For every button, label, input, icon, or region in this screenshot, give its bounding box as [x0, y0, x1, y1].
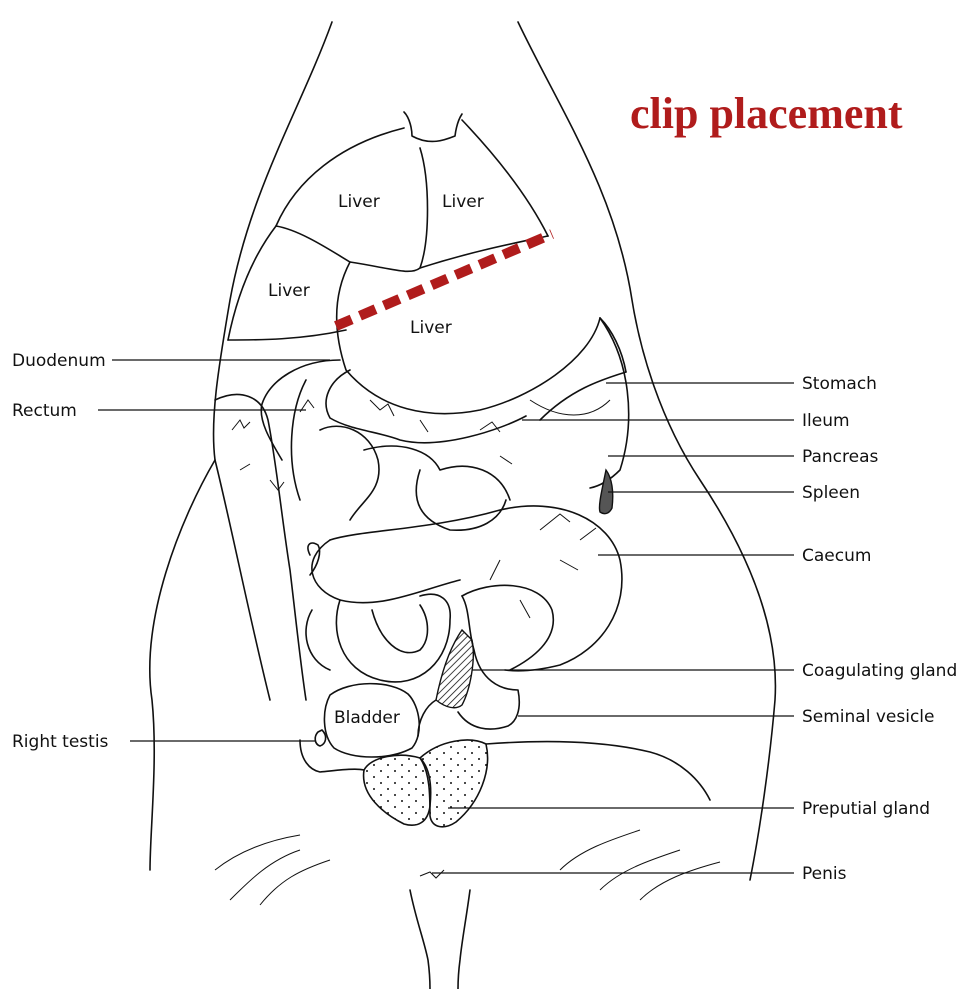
label-penis: Penis [802, 864, 847, 884]
diagram-title: clip placement [630, 89, 903, 138]
label-duodenum: Duodenum [12, 351, 106, 371]
preputial-glands [364, 740, 488, 827]
label-liver-upper-left: Liver [338, 192, 380, 212]
label-right-testis: Right testis [12, 732, 109, 752]
label-spleen: Spleen [802, 483, 860, 503]
clip-line [336, 234, 552, 326]
label-rectum: Rectum [12, 401, 77, 421]
label-liver-left: Liver [268, 281, 310, 301]
label-ileum: Ileum [802, 411, 850, 431]
label-stomach: Stomach [802, 374, 877, 394]
label-pancreas: Pancreas [802, 447, 879, 467]
label-liver-upper-right: Liver [442, 192, 484, 212]
label-bladder: Bladder [334, 708, 400, 728]
label-coagulating-gland: Coagulating gland [802, 661, 957, 681]
label-caecum: Caecum [802, 546, 871, 566]
label-preputial-gland: Preputial gland [802, 799, 930, 819]
label-liver-center: Liver [410, 318, 452, 338]
digestive-tract [215, 318, 629, 700]
right-testis-shape [315, 730, 325, 746]
label-seminal-vesicle: Seminal vesicle [802, 707, 934, 727]
